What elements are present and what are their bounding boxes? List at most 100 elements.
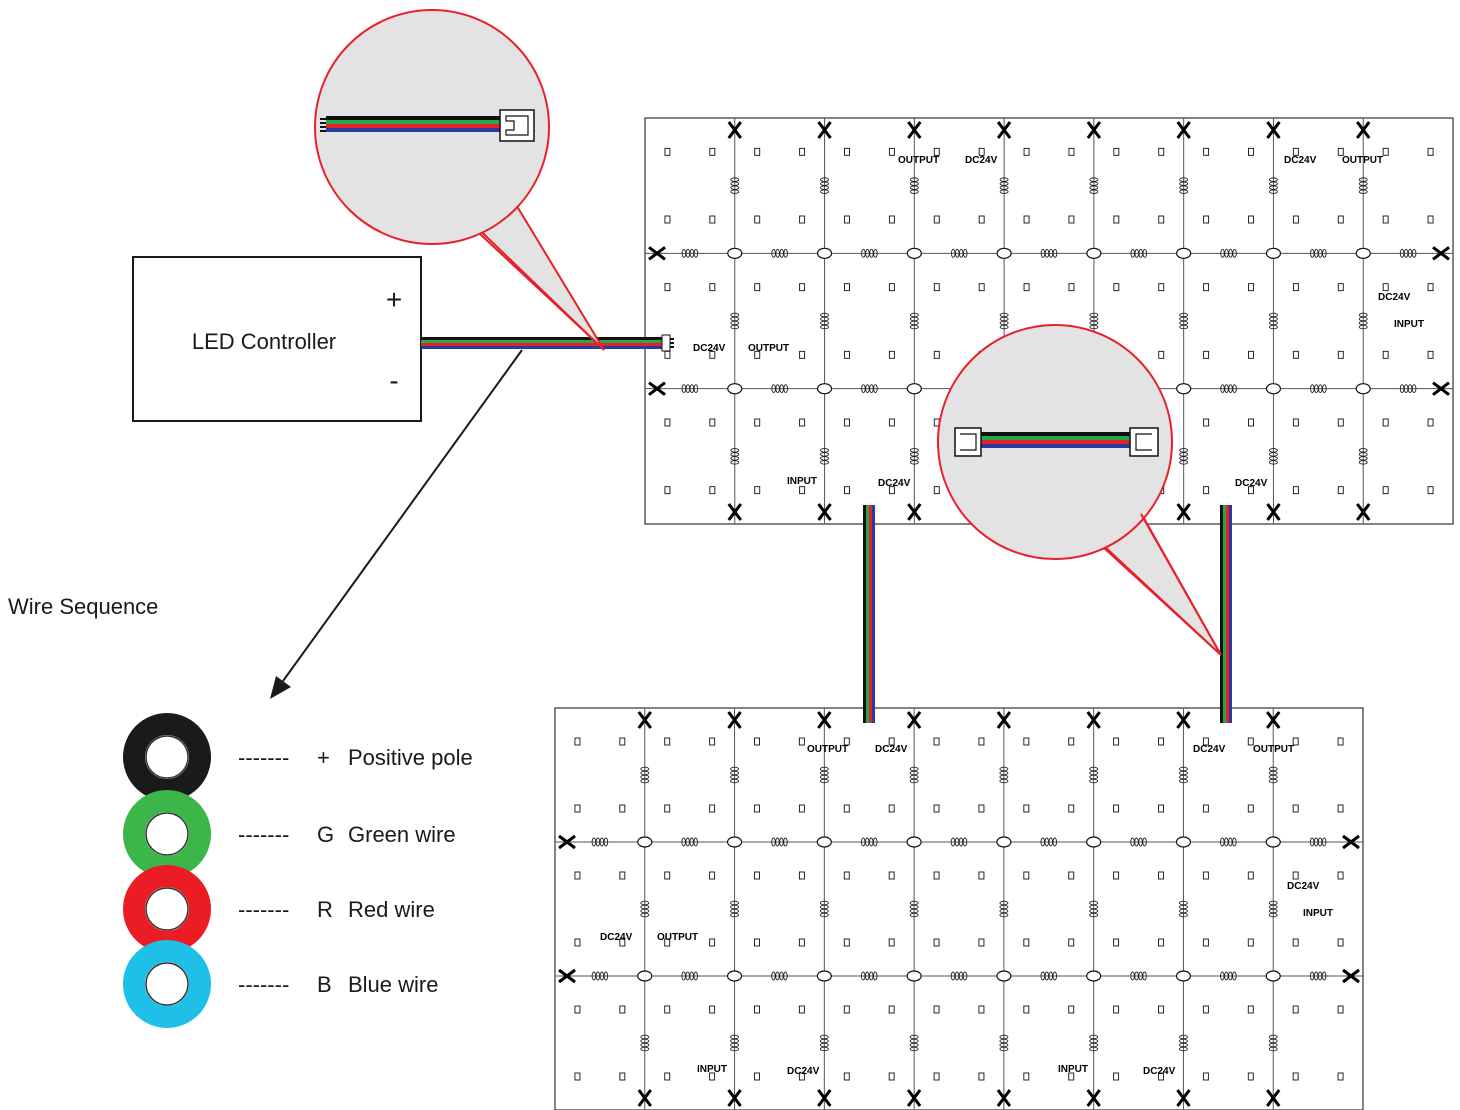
led-chip	[709, 418, 716, 427]
led-chip	[844, 418, 850, 427]
scissor-cut-mark	[1176, 121, 1191, 139]
led-chip	[574, 1005, 581, 1014]
led-chip	[1203, 147, 1210, 156]
led-chip	[1202, 1072, 1209, 1081]
led-chip	[843, 938, 850, 947]
led-chip	[1292, 737, 1299, 746]
scissor-cut-mark	[817, 503, 832, 521]
led-chip	[888, 350, 895, 359]
led-chip	[664, 737, 671, 746]
led-chip	[1113, 1005, 1120, 1014]
led-chip	[1113, 804, 1120, 813]
scissor-cut-mark	[1266, 121, 1281, 139]
led-chip	[843, 1005, 850, 1014]
led-chip	[1068, 1005, 1075, 1014]
led-panel-bottom	[554, 707, 1364, 1110]
scissor-cut-mark	[637, 1089, 652, 1107]
coil-mark	[783, 248, 788, 258]
coil-mark	[1358, 189, 1368, 194]
coil-mark	[730, 778, 740, 784]
label-output: OUTPUT	[807, 744, 848, 755]
label-input: INPUT	[1394, 319, 1424, 330]
junction-node	[996, 247, 1012, 259]
led-chip	[1202, 938, 1209, 947]
coil-mark	[909, 324, 919, 330]
led-chip	[1292, 1005, 1299, 1014]
led-chip	[619, 804, 626, 813]
led-chip	[754, 350, 761, 359]
junction-node	[906, 247, 922, 259]
led-chip	[619, 871, 626, 880]
scissor-cut-mark	[1266, 1089, 1281, 1107]
junction-node	[727, 247, 743, 259]
led-chip	[1158, 804, 1164, 813]
coil-mark	[962, 971, 968, 981]
coil-mark	[783, 971, 788, 981]
led-chip	[933, 486, 940, 495]
coil-mark	[1411, 248, 1417, 258]
coil-mark	[640, 778, 650, 784]
scissor-cut-mark	[637, 711, 652, 729]
led-chip	[933, 215, 940, 224]
led-chip	[1292, 486, 1299, 495]
led-chip	[799, 350, 806, 359]
led-chip	[888, 1005, 895, 1014]
led-chip	[1023, 804, 1030, 813]
led-chip	[798, 1005, 805, 1014]
led-chip	[799, 147, 806, 156]
scissor-cut-mark	[1086, 121, 1102, 139]
led-chip	[888, 147, 895, 156]
label-dc24v: DC24V	[1284, 155, 1317, 166]
led-chip	[844, 283, 850, 292]
junction-node	[1086, 247, 1102, 259]
junction-node	[1355, 247, 1371, 259]
label-dc24v: DC24V	[600, 932, 633, 943]
junction-node	[726, 970, 743, 982]
coil-mark	[820, 189, 830, 194]
led-chip	[1202, 737, 1209, 746]
label-dc24v: DC24V	[1143, 1066, 1176, 1077]
led-chip	[1292, 871, 1299, 880]
scissor-cut-mark	[996, 121, 1012, 139]
led-chip	[709, 1072, 716, 1081]
led-chip	[1292, 350, 1299, 359]
led-chip	[978, 871, 985, 880]
led-chip	[1382, 350, 1389, 359]
coil-mark	[693, 837, 698, 847]
coil-mark	[730, 324, 740, 330]
led-chip	[1023, 871, 1030, 880]
wire-sequence-arrow	[270, 349, 523, 699]
led-chip	[1248, 418, 1254, 427]
led-chip	[1023, 1072, 1030, 1081]
led-chip	[1337, 737, 1344, 746]
led-chip	[709, 804, 716, 813]
junction-node	[637, 970, 653, 982]
coil-mark	[1232, 971, 1237, 981]
coil-mark	[1268, 1046, 1278, 1052]
led-chip	[1023, 737, 1030, 746]
scissor-cut-mark	[1432, 246, 1450, 261]
led-chip	[843, 737, 850, 746]
coil-mark	[1142, 248, 1148, 258]
led-chip	[1427, 486, 1434, 495]
scissor-cut-mark	[1432, 381, 1450, 396]
legend-dash: -------	[238, 745, 289, 770]
led-chip	[1337, 283, 1344, 292]
led-chip	[619, 938, 626, 947]
led-chip	[664, 1005, 671, 1014]
legend-label: Blue wire	[348, 972, 438, 997]
legend-wire-core	[145, 962, 189, 1006]
coil-mark	[1178, 1046, 1188, 1052]
led-chip	[754, 147, 761, 156]
led-chip	[1023, 1005, 1030, 1014]
led-chip	[1158, 350, 1165, 359]
coil-mark	[1052, 248, 1058, 258]
callout-plug-right	[1129, 427, 1159, 457]
callout-plug-left	[954, 427, 982, 457]
coil-mark	[693, 384, 699, 394]
led-chip	[664, 215, 671, 224]
scissor-cut-mark	[1342, 834, 1360, 850]
coil-mark	[999, 1046, 1009, 1052]
